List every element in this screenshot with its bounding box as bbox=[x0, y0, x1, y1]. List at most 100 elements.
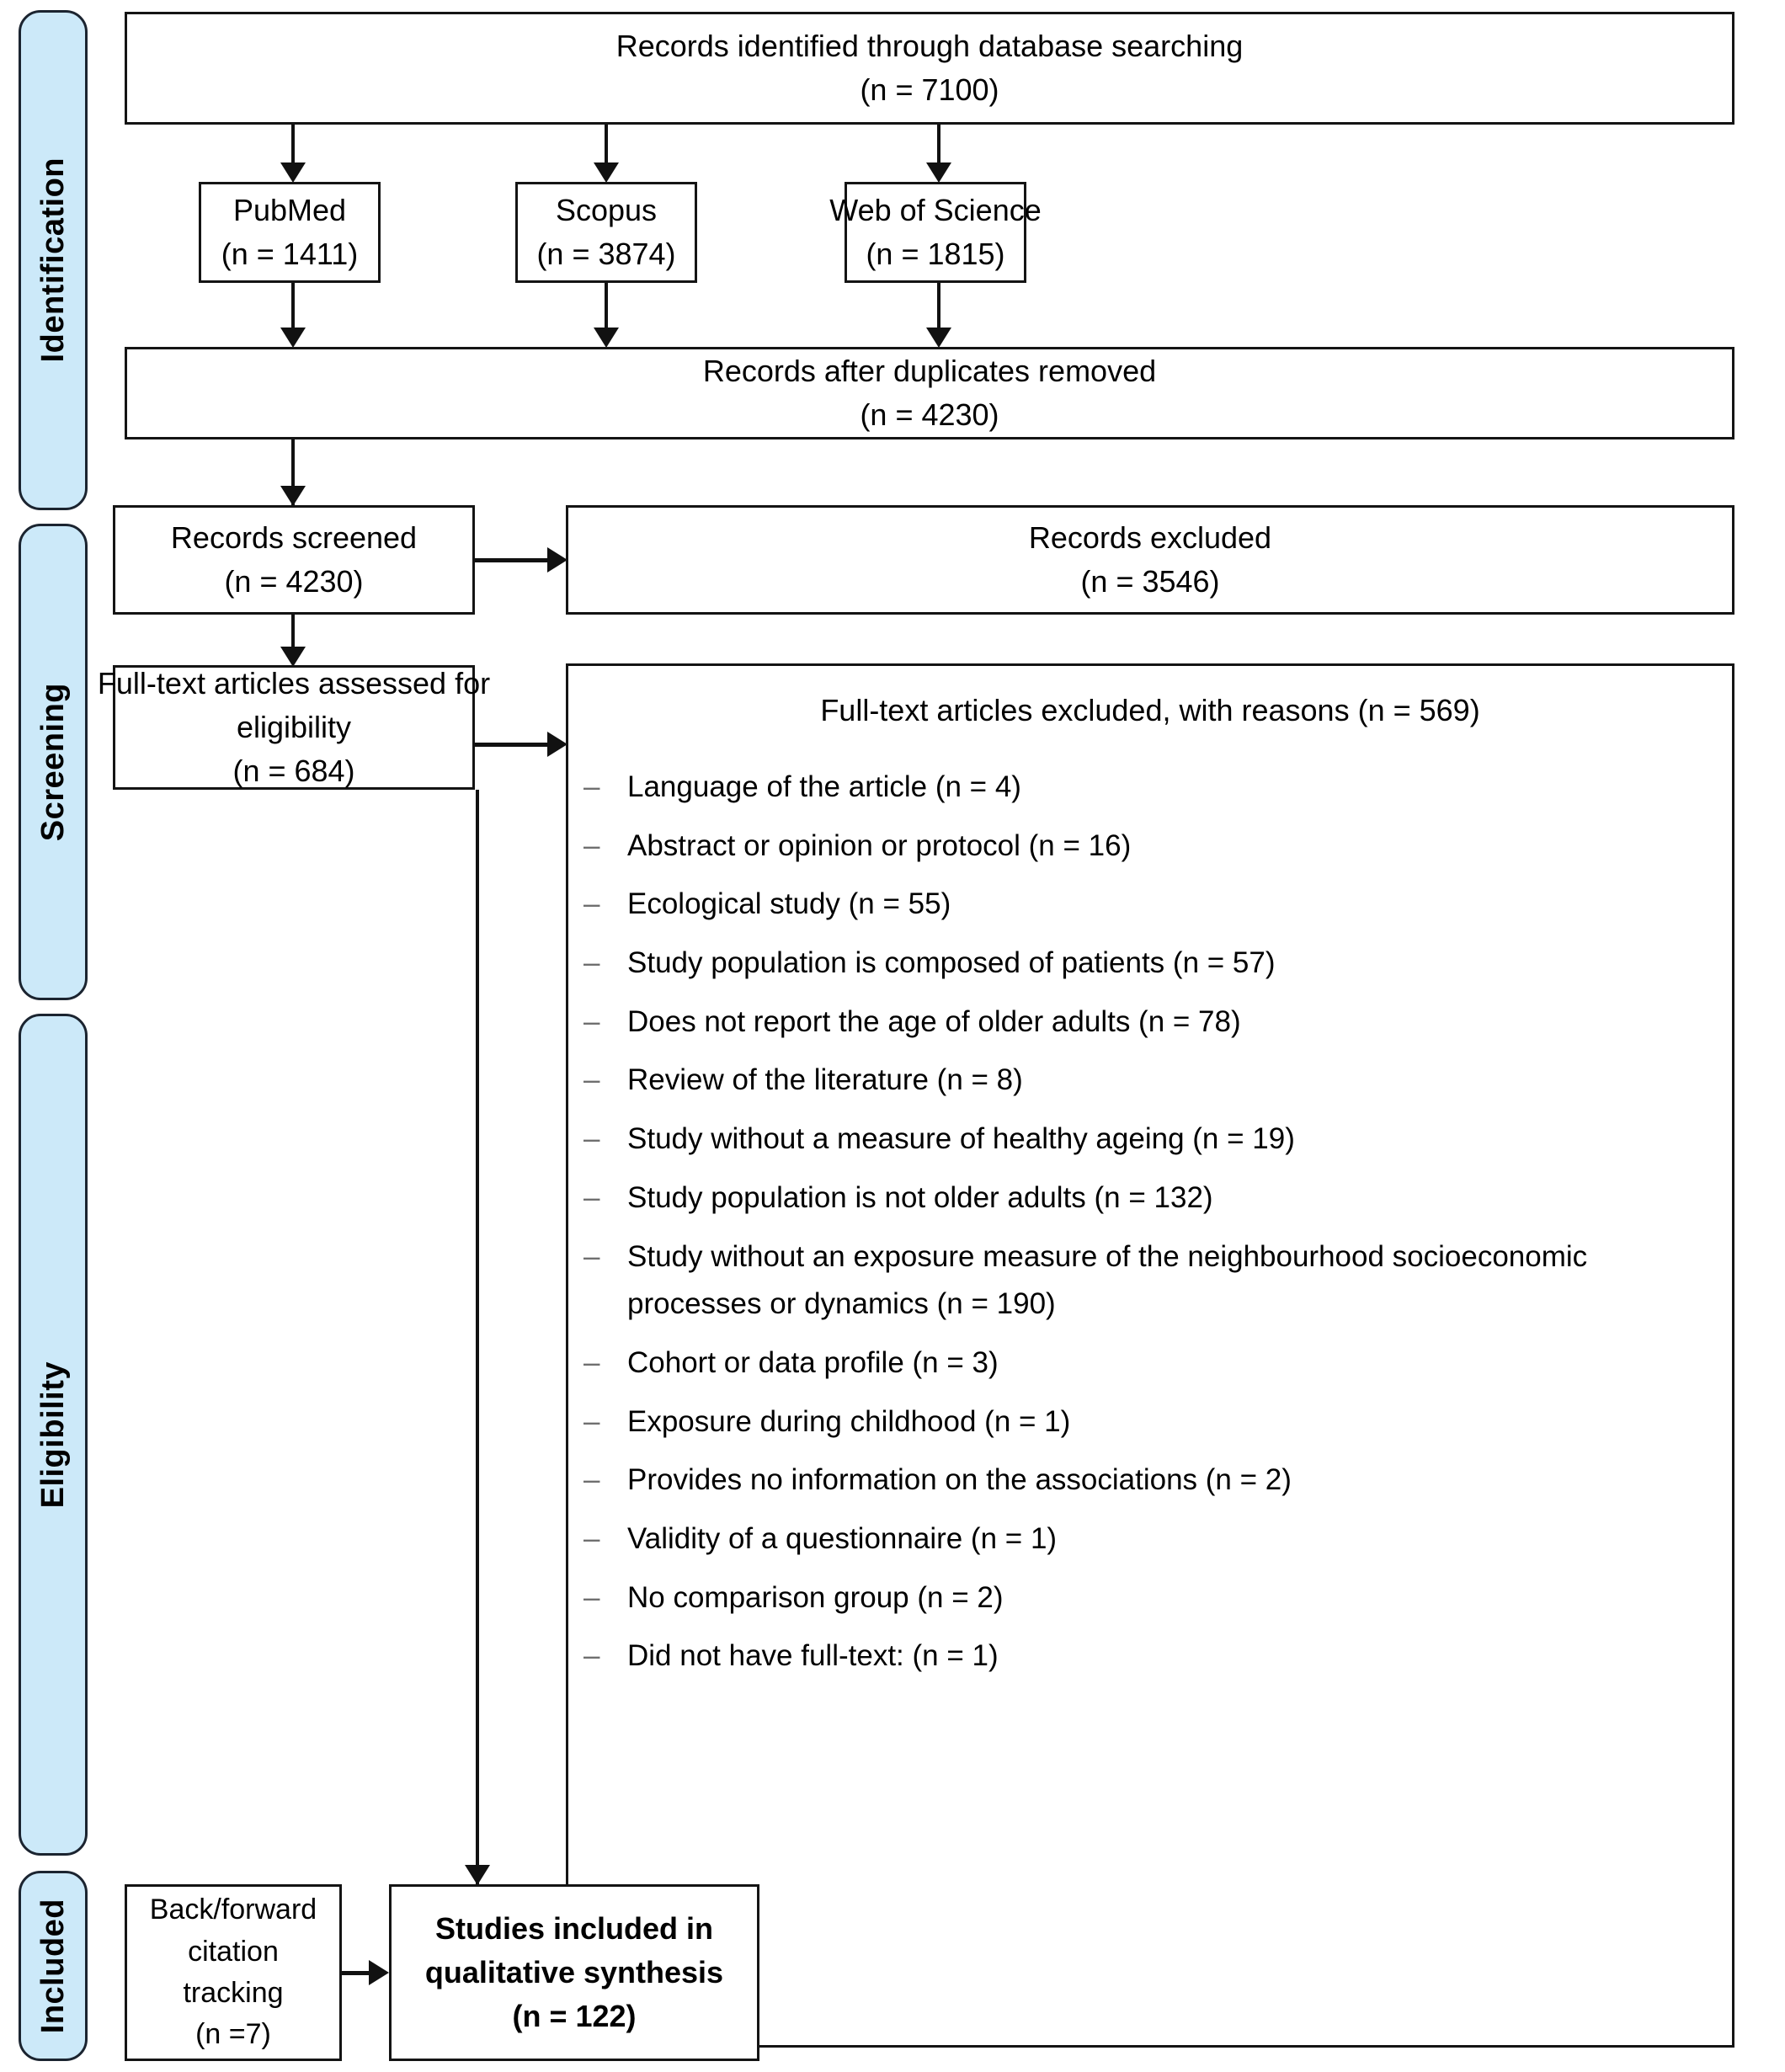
fulltext-assessed-count: (n = 684) bbox=[232, 754, 355, 789]
box-fulltext-assessed: Full-text articles assessed for eligibil… bbox=[98, 665, 490, 790]
list-item: – No comparison group (n = 2) bbox=[583, 1574, 1717, 1622]
studies-included-title-line2: qualitative synthesis bbox=[424, 1954, 724, 1989]
web-of-science-count: (n = 1815) bbox=[866, 237, 1005, 271]
box-citation-tracking: Back/forward citation tracking (n =7) bbox=[125, 1884, 342, 2061]
list-item: – Validity of a questionnaire (n = 1) bbox=[583, 1515, 1717, 1563]
records-screened-count: (n = 4230) bbox=[224, 564, 364, 599]
list-item: – Exposure during childhood (n = 1) bbox=[583, 1398, 1717, 1446]
connector-screened-to-excluded bbox=[475, 558, 552, 562]
connector-scopus-to-duplicates bbox=[605, 283, 608, 337]
dash-bullet-icon: – bbox=[583, 1580, 600, 1614]
dash-bullet-icon: – bbox=[583, 1521, 600, 1555]
arrow-scopus-to-duplicates bbox=[594, 328, 619, 348]
fulltext-excluded-title: Full-text articles excluded, with reason… bbox=[820, 693, 1350, 727]
list-item: – Cohort or data profile (n = 3) bbox=[583, 1340, 1717, 1388]
dash-bullet-icon: – bbox=[583, 1063, 600, 1097]
duplicates-removed-title: Records after duplicates removed bbox=[702, 353, 1157, 388]
fulltext-excluded-header: Full-text articles excluded, with reason… bbox=[583, 688, 1717, 733]
list-item: – Study population is composed of patien… bbox=[583, 940, 1717, 988]
connector-identified-to-scopus bbox=[605, 125, 608, 173]
reason-text: Did not have full-text: (n = 1) bbox=[627, 1639, 999, 1673]
reason-text: Study population is composed of patients… bbox=[627, 946, 1276, 980]
dash-bullet-icon: – bbox=[583, 1404, 600, 1438]
list-item: – Does not report the age of older adult… bbox=[583, 999, 1717, 1047]
citation-tracking-title-line1: Back/forward bbox=[149, 1894, 317, 1926]
box-scopus: Scopus (n = 3874) bbox=[515, 182, 697, 283]
arrow-fulltext-to-excluded-reasons bbox=[547, 732, 567, 757]
connector-duplicates-to-screened bbox=[291, 439, 295, 505]
dash-bullet-icon: – bbox=[583, 1639, 600, 1673]
records-screened-title: Records screened bbox=[170, 519, 418, 555]
reason-text: Study without a measure of healthy agein… bbox=[627, 1122, 1295, 1156]
connector-pubmed-to-duplicates bbox=[291, 283, 295, 337]
studies-included-count: (n = 122) bbox=[512, 1999, 637, 2034]
pubmed-count: (n = 1411) bbox=[221, 237, 359, 271]
list-item: – Did not have full-text: (n = 1) bbox=[583, 1633, 1717, 1681]
reason-text: Provides no information on the associati… bbox=[627, 1463, 1292, 1497]
stage-tab-screening: Screening bbox=[19, 524, 88, 1000]
reason-text: Validity of a questionnaire (n = 1) bbox=[627, 1521, 1058, 1555]
records-identified-title: Records identified through database sear… bbox=[615, 28, 1244, 63]
list-item: – Study population is not older adults (… bbox=[583, 1174, 1717, 1222]
stage-tab-identification: Identification bbox=[19, 10, 88, 510]
box-pubmed: PubMed (n = 1411) bbox=[199, 182, 381, 283]
fulltext-excluded-count: (n = 569) bbox=[1357, 693, 1480, 727]
connector-fulltext-to-excluded-reasons bbox=[475, 743, 552, 747]
box-records-excluded: Records excluded (n = 3546) bbox=[566, 505, 1734, 615]
connector-identified-to-pubmed bbox=[291, 125, 295, 173]
reason-text: Does not report the age of older adults … bbox=[627, 1004, 1241, 1038]
list-item: – Abstract or opinion or protocol (n = 1… bbox=[583, 823, 1717, 871]
stage-tab-included: Included bbox=[19, 1871, 88, 2061]
list-item: – Review of the literature (n = 8) bbox=[583, 1057, 1717, 1105]
dash-bullet-icon: – bbox=[583, 1463, 600, 1497]
dash-bullet-icon: – bbox=[583, 1239, 600, 1273]
fulltext-assessed-title-line2: eligibility bbox=[236, 709, 352, 744]
scopus-title: Scopus bbox=[555, 192, 658, 227]
reason-text: Cohort or data profile (n = 3) bbox=[627, 1345, 999, 1379]
dash-bullet-icon: – bbox=[583, 1345, 600, 1379]
fulltext-assessed-title-line1: Full-text articles assessed for bbox=[97, 665, 491, 700]
reason-text: Study population is not older adults (n … bbox=[627, 1180, 1213, 1214]
list-item: – Study without a measure of healthy age… bbox=[583, 1116, 1717, 1164]
list-item: – Language of the article (n = 4) bbox=[583, 764, 1717, 812]
reason-text: Abstract or opinion or protocol (n = 16) bbox=[627, 828, 1132, 862]
connector-fulltext-to-studies-included bbox=[476, 790, 479, 1884]
reason-text: No comparison group (n = 2) bbox=[627, 1580, 1004, 1614]
box-records-identified: Records identified through database sear… bbox=[125, 12, 1734, 125]
reason-text: Review of the literature (n = 8) bbox=[627, 1063, 1023, 1097]
connector-citation-to-studies-included bbox=[342, 1971, 374, 1975]
list-item: – Ecological study (n = 55) bbox=[583, 881, 1717, 929]
records-identified-count: (n = 7100) bbox=[860, 72, 999, 107]
arrow-screened-to-excluded bbox=[547, 547, 567, 573]
dash-bullet-icon: – bbox=[583, 887, 600, 921]
list-item: – Provides no information on the associa… bbox=[583, 1457, 1717, 1505]
records-excluded-count: (n = 3546) bbox=[1080, 564, 1220, 599]
arrow-pubmed-to-duplicates bbox=[280, 328, 306, 348]
dash-bullet-icon: – bbox=[583, 1122, 600, 1156]
arrow-screened-to-fulltext bbox=[280, 647, 306, 667]
dash-bullet-icon: – bbox=[583, 770, 600, 803]
arrow-citation-to-studies-included bbox=[369, 1960, 389, 1985]
scopus-count: (n = 3874) bbox=[536, 237, 676, 271]
dash-bullet-icon: – bbox=[583, 946, 600, 980]
arrow-wos-to-duplicates bbox=[926, 328, 951, 348]
connector-screened-to-fulltext bbox=[291, 615, 295, 663]
reason-text: Ecological study (n = 55) bbox=[627, 887, 951, 921]
stage-label-included: Included bbox=[35, 1898, 71, 2034]
arrow-identified-to-wos bbox=[926, 162, 951, 183]
box-records-screened: Records screened (n = 4230) bbox=[113, 505, 475, 615]
web-of-science-title: Web of Science bbox=[829, 192, 1042, 227]
citation-tracking-title-line3: tracking bbox=[183, 1977, 284, 2009]
box-studies-included: Studies included in qualitative synthesi… bbox=[389, 1884, 759, 2061]
dash-bullet-icon: – bbox=[583, 828, 600, 862]
citation-tracking-title-line2: citation bbox=[188, 1935, 279, 1968]
box-fulltext-excluded-reasons: Full-text articles excluded, with reason… bbox=[566, 663, 1734, 2048]
arrow-duplicates-to-screened bbox=[280, 486, 306, 506]
list-item: – Study without an exposure measure of t… bbox=[583, 1233, 1717, 1329]
exclusion-reasons-list: – Language of the article (n = 4) – Abst… bbox=[583, 764, 1717, 1681]
reason-text: Exposure during childhood (n = 1) bbox=[627, 1404, 1071, 1438]
connector-identified-to-wos bbox=[937, 125, 940, 173]
citation-tracking-count: (n =7) bbox=[195, 2018, 271, 2051]
arrow-identified-to-scopus bbox=[594, 162, 619, 183]
